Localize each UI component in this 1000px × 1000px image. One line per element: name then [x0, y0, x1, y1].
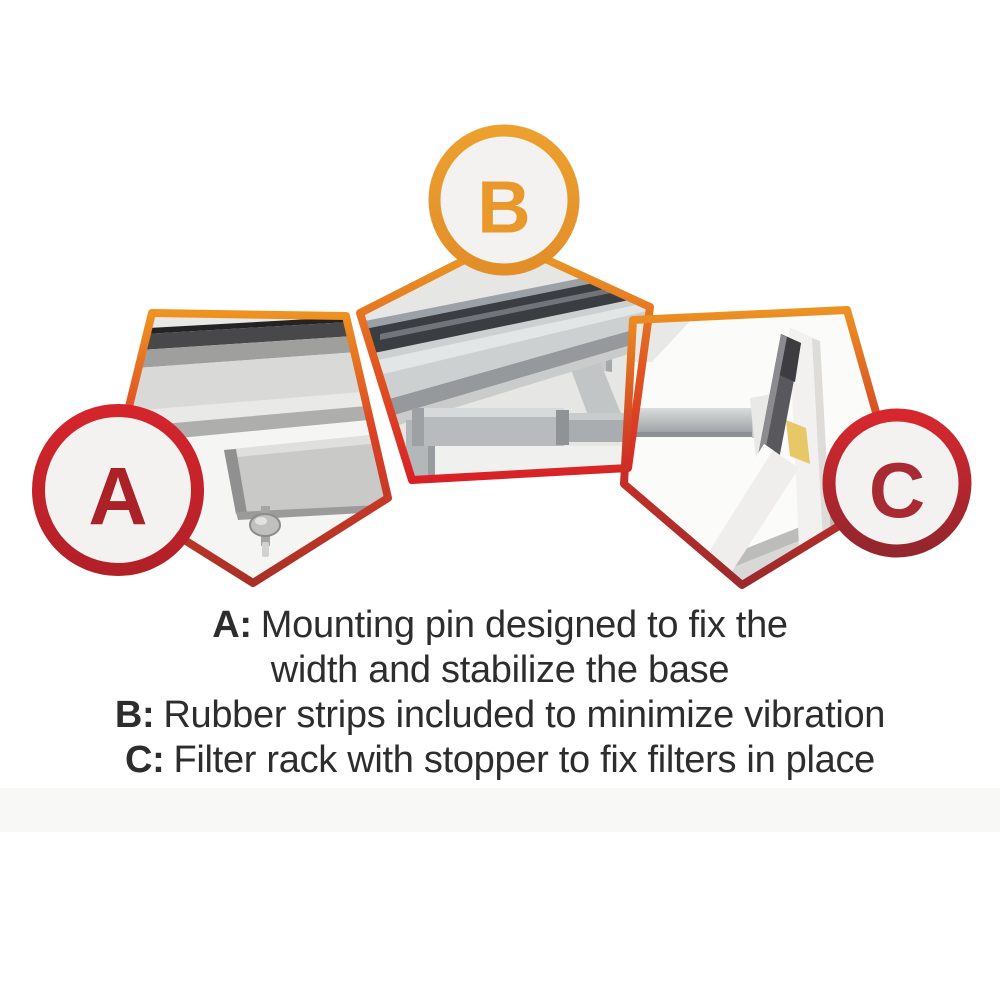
caption-a-text: Mounting pin designed to fix the — [260, 604, 788, 646]
photo-a-bright-band — [108, 389, 388, 430]
callout-graphic: A B C — [32, 124, 972, 589]
badge-b-ring — [428, 124, 580, 276]
photo-c-label — [786, 420, 810, 464]
mounting-pin-tip — [262, 542, 269, 557]
badge-c-face — [835, 421, 959, 545]
caption-a-prefix: A: — [212, 604, 252, 646]
badge-a-face — [45, 417, 191, 563]
photo-a-gray-band — [108, 333, 388, 371]
badge-a-ring — [32, 404, 204, 576]
photo-c-rack-rail — [694, 444, 799, 576]
mounting-pin-highlight — [255, 517, 267, 525]
photo-b-leg-shade — [428, 420, 435, 480]
caption-a2-text: width and stabilize the base — [270, 649, 730, 691]
photo-c-bar-shadow — [624, 432, 764, 437]
caption-line-c: C:Filter rack with stopper to fix filter… — [0, 738, 1000, 783]
caption-b-text: Rubber strips included to minimize vibra… — [163, 694, 886, 736]
badge-c-letter: C — [869, 446, 925, 534]
photo-b-rail-highlight — [360, 298, 650, 382]
caption-c-prefix: C: — [124, 739, 165, 781]
mounting-pin-knob — [249, 513, 281, 537]
photo-c-metal-bar — [624, 408, 764, 435]
badge-c-ring — [822, 408, 972, 558]
photo-b-crossbar-collar — [556, 410, 569, 445]
photo-c-rack-highlight — [694, 444, 773, 561]
caption-line-a-2: width and stabilize the base — [0, 648, 1000, 693]
caption-c-text: Filter rack with stopper to fix filters … — [173, 739, 875, 781]
caption-b-prefix: B: — [114, 694, 155, 736]
photo-a-dark-line — [108, 314, 388, 337]
badge-b-letter: B — [477, 166, 530, 249]
badge-b-face — [440, 136, 568, 264]
badge-a: A — [32, 404, 204, 576]
badge-b: B — [428, 124, 580, 276]
photo-a-dark-band — [108, 319, 388, 353]
photo-a-silver-band — [108, 349, 388, 414]
badge-c: C — [822, 408, 972, 558]
rubber-strip-sheen — [380, 282, 640, 340]
photo-b-crossbar-cap — [412, 408, 424, 446]
photo-a-block-shade — [224, 449, 247, 514]
photo-b-crossbar-top — [412, 408, 564, 417]
photo-a-block-top — [224, 432, 388, 458]
caption-block: A:Mounting pin designed to fix the width… — [0, 603, 1000, 783]
photo-fade-band — [0, 788, 1000, 832]
photo-a-mounting-pin — [108, 313, 388, 583]
photo-a-block-bottom — [236, 504, 388, 520]
frame-c-pentagon — [620, 306, 902, 589]
photo-b-crossbar-inner-top — [569, 413, 650, 420]
caption-line-a-1: A:Mounting pin designed to fix the — [0, 603, 1000, 648]
photo-b-rail-underside — [360, 320, 650, 428]
badge-a-letter: A — [88, 452, 147, 543]
filter-stopper-highlight — [757, 334, 787, 463]
caption-line-b: B:Rubber strips included to minimize vib… — [0, 693, 1000, 738]
frame-b-pentagon — [356, 236, 654, 484]
